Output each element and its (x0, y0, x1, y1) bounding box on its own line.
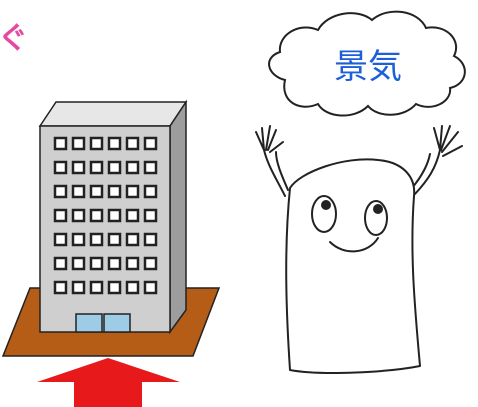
building-window (89, 184, 104, 199)
building-window (53, 256, 68, 271)
building-window (143, 256, 158, 271)
building-window (89, 280, 104, 295)
building-window (71, 136, 86, 151)
building-window (107, 160, 122, 175)
building-window (143, 160, 158, 175)
building-window (107, 208, 122, 223)
building-window (71, 232, 86, 247)
building-window (107, 280, 122, 295)
building-window (143, 208, 158, 223)
building-window (107, 184, 122, 199)
building-window (71, 280, 86, 295)
building-window (125, 256, 140, 271)
building-window (89, 136, 104, 151)
building-illustration (38, 99, 188, 335)
building-window (107, 232, 122, 247)
thought-bubble (268, 10, 466, 117)
cartoon-character (255, 125, 463, 374)
building-window (125, 232, 140, 247)
building-window (143, 184, 158, 199)
building-window (53, 280, 68, 295)
building-window (125, 136, 140, 151)
building-window (71, 256, 86, 271)
building-window (107, 136, 122, 151)
cropped-heading-glyph: ぐ (0, 21, 28, 56)
building-window (71, 160, 86, 175)
building-window (89, 232, 104, 247)
building-window (125, 280, 140, 295)
building-window (71, 208, 86, 223)
building-window (89, 160, 104, 175)
building-window (143, 136, 158, 151)
building-window (125, 160, 140, 175)
building-window (125, 208, 140, 223)
building-window (89, 256, 104, 271)
thought-bubble-text: 景気 (334, 47, 402, 87)
up-arrow-icon (37, 358, 180, 407)
building-window (71, 184, 86, 199)
building-window (53, 208, 68, 223)
building-window (143, 232, 158, 247)
building-window (53, 184, 68, 199)
building-window (143, 280, 158, 295)
building-window (53, 136, 68, 151)
building-window (53, 160, 68, 175)
building-window (125, 184, 140, 199)
building-window (53, 232, 68, 247)
building-window (89, 208, 104, 223)
building-window (107, 256, 122, 271)
